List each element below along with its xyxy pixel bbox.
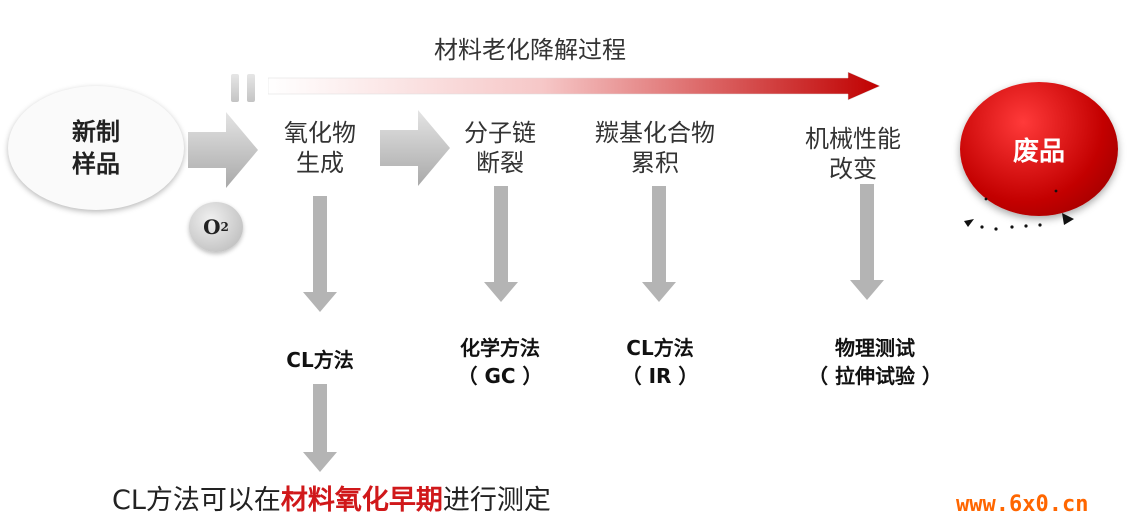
summary-suffix: 进行测定 — [442, 485, 551, 516]
debris-dots-decoration — [964, 189, 1074, 231]
down-arrow-stage-2 — [484, 186, 518, 302]
waste-node: 废品 — [960, 82, 1118, 216]
stage-1-line-1: 氧化物 — [284, 119, 356, 147]
stage-4-line-2: 改变 — [829, 155, 877, 183]
stage-2-line-1: 分子链 — [464, 119, 536, 147]
gray-arrow-2 — [380, 110, 450, 186]
stage-chain-scission: 分子链 断裂 — [425, 118, 575, 178]
stage-3-line-2: 累积 — [631, 149, 679, 177]
down-arrow-stage-3 — [642, 186, 676, 302]
stage-mechanical-change: 机械性能 改变 — [778, 124, 928, 184]
oxygen-symbol: O — [203, 215, 221, 239]
method-stage-3: CL方法 （ IR ） — [585, 334, 735, 390]
method-3-line-1: CL方法 — [626, 336, 694, 360]
down-arrow-stage-1 — [303, 196, 337, 312]
stage-3-line-1: 羰基化合物 — [595, 119, 715, 147]
method-stage-1: CL方法 — [245, 346, 395, 374]
method-4-line-2: （ 拉伸试验 ） — [808, 364, 942, 388]
method-4-line-1: 物理测试 — [835, 336, 915, 360]
method-1-line-1: CL方法 — [286, 348, 354, 372]
stage-oxide-formation: 氧化物 生成 — [255, 118, 385, 178]
process-progress-arrow — [268, 72, 880, 101]
summary-text: CL方法可以在材料氧化早期进行测定 — [112, 478, 551, 517]
process-title: 材料老化降解过程 — [434, 36, 626, 64]
method-3-line-2: （ IR ） — [621, 364, 699, 388]
method-2-line-1: 化学方法 — [460, 336, 540, 360]
method-2-line-2: （ GC ） — [457, 364, 543, 388]
summary-highlight: 材料氧化早期 — [280, 485, 443, 516]
stage-1-line-2: 生成 — [296, 149, 344, 177]
watermark-text: www.6x0.cn — [956, 492, 1089, 517]
down-arrow-stage-4 — [850, 184, 884, 300]
oxygen-subscript: 2 — [220, 220, 229, 234]
method-stage-4: 物理测试 （ 拉伸试验 ） — [790, 334, 960, 390]
down-arrow-summary — [303, 384, 337, 472]
pause-bar-left — [231, 74, 239, 102]
pause-bar-right — [247, 74, 255, 102]
fresh-sample-label-2: 样品 — [72, 150, 120, 178]
summary-prefix: CL方法可以在 — [112, 485, 281, 516]
method-stage-2: 化学方法 （ GC ） — [425, 334, 575, 390]
waste-label: 废品 — [1012, 136, 1065, 167]
stage-4-line-1: 机械性能 — [805, 125, 901, 153]
stage-2-line-2: 断裂 — [476, 149, 524, 177]
fresh-sample-label-1: 新制 — [72, 118, 120, 146]
stage-carbonyl-accumulation: 羰基化合物 累积 — [570, 118, 740, 178]
gray-arrow-1 — [188, 112, 258, 188]
fresh-sample-node: 新制 样品 — [8, 86, 184, 210]
